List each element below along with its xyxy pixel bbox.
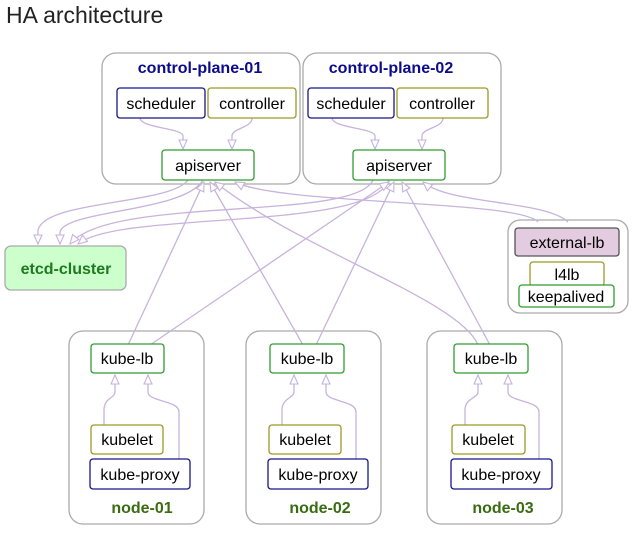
edge-cp2-controller-apiserver [422,117,444,149]
n1-kubelet-label: kubelet [101,432,153,449]
cp1-controller-label: controller [219,96,285,113]
cp2-scheduler-node[interactable]: scheduler [307,87,395,119]
cp2-controller-label: controller [409,96,475,113]
n1-kubelet-node[interactable]: kubelet [90,424,164,455]
edge-lb-cp1-apiserver [235,182,539,223]
edges [38,117,569,460]
n2-kube-lb-node[interactable]: kube-lb [269,343,345,374]
etcd-cluster-node[interactable]: etcd-cluster [4,245,127,291]
n2-kubelet-label: kubelet [279,432,331,449]
cp1-scheduler-node[interactable]: scheduler [116,87,206,119]
n1-kube-proxy-label: kube-proxy [100,467,179,484]
node-02-label: node-02 [289,500,350,517]
control-plane-02-label: control-plane-02 [329,60,454,77]
keepalived-label: keepalived [528,289,605,306]
n3-kubelet-node[interactable]: kubelet [451,424,526,455]
n3-kubelet-label: kubelet [462,432,514,449]
n2-kubelet-node[interactable]: kubelet [268,424,342,455]
cp1-scheduler-label: scheduler [126,96,196,113]
edge-cp2-scheduler-apiserver [331,117,375,149]
edge-lb-cp2-apiserver [423,182,569,223]
node-01-label: node-01 [111,500,172,517]
l4lb-node[interactable]: l4lb [529,261,605,287]
edge-n1-kubeproxy-kubelb [148,375,180,460]
edge-n2-kubelet-kubelb [281,375,294,425]
edge-cp2-apiserver-etcd-a [70,179,374,244]
external-lb-node[interactable]: external-lb [514,227,620,257]
edge-cp1-apiserver-etcd-b [60,179,204,244]
n2-kube-proxy-label: kube-proxy [278,467,357,484]
edge-n2-kubeproxy-kubelb [326,375,357,460]
etcd-cluster-label: etcd-cluster [21,261,112,278]
edge-n1-kubelb-cp1 [127,182,205,346]
page-title: HA architecture [6,2,164,28]
edge-n3-kubelb-cp2 [402,182,491,346]
edge-cp1-scheduler-apiserver [139,117,183,149]
edge-cp1-apiserver-etcd-a [38,179,189,244]
control-plane-01-label: control-plane-01 [138,60,263,77]
n3-kube-lb-label: kube-lb [465,351,518,368]
n2-kube-proxy-node[interactable]: kube-proxy [267,458,369,490]
l4lb-label: l4lb [555,267,580,284]
cp1-apiserver-label: apiserver [175,158,241,175]
edge-cp2-apiserver-etcd-b [78,179,390,244]
edge-cp1-controller-apiserver [232,117,253,149]
edge-n1-kubelb-cp2 [149,182,389,346]
edge-n3-kubelb-cp1 [215,182,479,346]
node-03-label: node-03 [472,500,533,517]
cp2-scheduler-label: scheduler [316,96,386,113]
edge-n3-kubelet-kubelb [464,375,478,425]
n3-kube-proxy-label: kube-proxy [461,467,540,484]
n2-kube-lb-label: kube-lb [281,351,334,368]
cp2-controller-node[interactable]: controller [396,87,489,119]
edge-n2-kubelb-cp1 [210,182,304,346]
external-lb-label: external-lb [530,235,605,252]
cp2-apiserver-label: apiserver [366,158,432,175]
n3-kube-proxy-node[interactable]: kube-proxy [450,458,553,490]
n1-kube-proxy-node[interactable]: kube-proxy [89,458,191,490]
cp2-apiserver-node[interactable]: apiserver [352,149,446,181]
cp1-apiserver-node[interactable]: apiserver [161,149,255,181]
edge-n1-kubelet-kubelb [103,375,115,425]
n1-kube-lb-node[interactable]: kube-lb [90,343,165,374]
keepalived-node[interactable]: keepalived [518,284,615,308]
n3-kube-lb-node[interactable]: kube-lb [453,343,529,374]
n1-kube-lb-label: kube-lb [101,351,154,368]
cp1-controller-node[interactable]: controller [207,87,297,119]
edge-n3-kubeproxy-kubelb [508,375,540,460]
